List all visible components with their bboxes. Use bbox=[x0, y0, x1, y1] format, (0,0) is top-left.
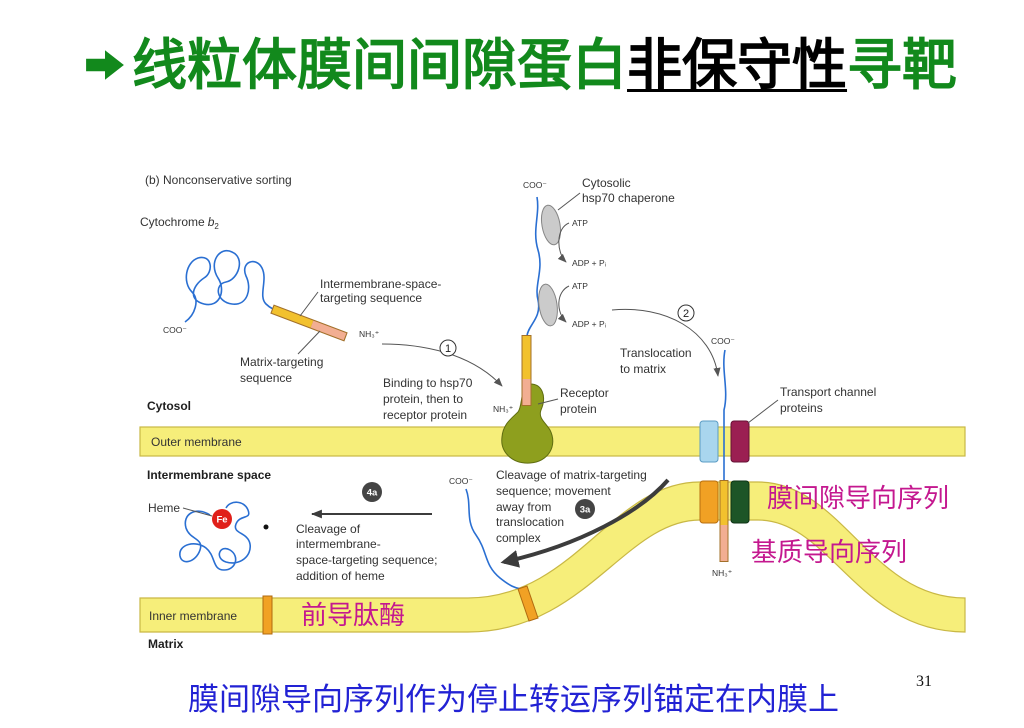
ims-targeting-leader bbox=[299, 291, 319, 317]
cytochrome-n-terminus: NH₃⁺ bbox=[359, 329, 379, 339]
step-3a-text-line2: sequence; movement bbox=[496, 484, 611, 498]
step-1-text-line1: Binding to hsp70 bbox=[383, 376, 473, 390]
fe-label: Fe bbox=[216, 515, 227, 526]
atp-label-1: ATP bbox=[572, 218, 588, 228]
receptor-label-line1: Receptor bbox=[560, 386, 609, 400]
page-number: 31 bbox=[916, 673, 932, 690]
slide-caption: 膜间隙导向序列作为停止转运序列锚定在内膜上 bbox=[188, 682, 839, 718]
chain-anchored-inner-membrane bbox=[465, 488, 522, 590]
panel-label: (b) Nonconservative sorting bbox=[145, 173, 292, 187]
cytochrome-b2-chain bbox=[184, 249, 274, 323]
outer-channel-blue bbox=[699, 420, 719, 463]
atp-label-2: ATP bbox=[572, 281, 588, 291]
outer-channel-maroon bbox=[730, 420, 750, 463]
step-2-badge bbox=[677, 304, 695, 322]
step-3a-text-line1: Cleavage of matrix-targeting bbox=[496, 468, 647, 482]
step-3a-text-line5: complex bbox=[496, 531, 541, 545]
title-emphasis: 非保守性 bbox=[627, 33, 848, 97]
channel-leader bbox=[747, 399, 779, 424]
atp-hydrolysis-arrow-2 bbox=[557, 285, 570, 323]
outer-membrane-label: Outer membrane bbox=[151, 435, 242, 449]
channel-label-line1: Transport channel bbox=[780, 385, 876, 399]
matrix-targeting-label-line2: sequence bbox=[240, 371, 292, 385]
inner-membrane bbox=[139, 481, 966, 633]
inner-channel-orange bbox=[699, 480, 719, 524]
cytochrome-c-terminus: COO⁻ bbox=[163, 325, 187, 335]
matrix-targeting-segment bbox=[310, 320, 347, 341]
cytochrome-signal-sequence bbox=[270, 304, 348, 342]
heme-iron bbox=[212, 509, 232, 529]
cytochrome-subscript: 2 bbox=[214, 222, 219, 231]
inner-membrane-label: Inner membrane bbox=[149, 609, 237, 623]
step-1-number: 1 bbox=[445, 343, 451, 355]
step-2-text-line1: Translocation bbox=[620, 346, 692, 360]
step-2-text-line2: to matrix bbox=[620, 362, 666, 376]
channel-chain-n-terminus: NH₃⁺ bbox=[712, 568, 732, 578]
ims-targeting-label-line2: targeting sequence bbox=[320, 291, 422, 305]
matrix-targeting-leader bbox=[297, 330, 321, 355]
receptor-label-line2: protein bbox=[560, 402, 597, 416]
step-2-arrow bbox=[611, 308, 721, 377]
intermembrane-space-label: Intermembrane space bbox=[147, 468, 271, 482]
mature-cytochrome-chain bbox=[179, 501, 251, 571]
chain-on-chaperone bbox=[526, 196, 541, 337]
cleaved-fragment-dot bbox=[263, 524, 269, 530]
matrix-targeting-label-line1: Matrix-targeting bbox=[240, 355, 323, 369]
channel-chain-c-terminus: COO⁻ bbox=[711, 336, 735, 346]
step-4a-text-line1: Cleavage of bbox=[296, 522, 361, 536]
step-2-number: 2 bbox=[683, 308, 689, 320]
adp-label-1: ADP + Pᵢ bbox=[572, 258, 606, 268]
cytochrome-prefix: Cytochrome bbox=[140, 215, 205, 229]
step-1-badge bbox=[439, 339, 457, 357]
chaperone-chain-c-terminus: COO⁻ bbox=[523, 180, 547, 190]
channel-label-line2: proteins bbox=[780, 401, 823, 415]
step-4a-badge bbox=[362, 482, 382, 502]
annotation-matrix-sequence: 基质导向序列 bbox=[751, 538, 907, 568]
cytosol-label: Cytosol bbox=[147, 399, 191, 413]
chaperone-label-line2: hsp70 chaperone bbox=[582, 191, 675, 205]
step-4a-text-line3: space-targeting sequence; bbox=[296, 553, 437, 567]
annotation-ims-sequence: 膜间隙导向序列 bbox=[767, 484, 949, 514]
hsp70-chaperone-2 bbox=[538, 283, 558, 327]
hsp70-chaperone-1 bbox=[540, 204, 562, 246]
cytochrome-italic-b: b bbox=[208, 215, 215, 229]
heme-leader bbox=[182, 507, 213, 517]
step-4a-number: 4a bbox=[367, 488, 378, 499]
chain-in-channel bbox=[723, 349, 727, 481]
step-1-text-line2: protein, then to bbox=[383, 392, 463, 406]
adp-label-2: ADP + Pᵢ bbox=[572, 319, 606, 329]
step-3a-text-line3: away from bbox=[496, 500, 551, 514]
ims-targeting-segment bbox=[271, 305, 314, 328]
step-3a-number: 3a bbox=[580, 505, 591, 516]
anchored-ims-targeting-sequence bbox=[517, 585, 539, 622]
receptor-bound-signal-sequence bbox=[521, 335, 532, 406]
heme-label: Heme bbox=[148, 501, 180, 515]
title-lead: 线粒体膜间间隙蛋白 bbox=[132, 33, 628, 97]
receptor-leader bbox=[537, 398, 559, 405]
step-1-text-line3: receptor protein bbox=[383, 408, 467, 422]
inner-channel-green bbox=[730, 480, 750, 524]
annotation-peptidase: 前导肽酶 bbox=[301, 601, 405, 631]
receptor-chain-n-terminus: NH₃⁺ bbox=[493, 404, 513, 414]
slide-title: 线粒体膜间间隙蛋白 非保守性 寻靶 bbox=[84, 34, 957, 96]
step-3a-text-line4: translocation bbox=[496, 515, 564, 529]
arrow-right-icon bbox=[86, 50, 124, 80]
step-4a-text-line4: addition of heme bbox=[296, 569, 385, 583]
title-tail: 寻靶 bbox=[847, 33, 958, 97]
atp-hydrolysis-arrow-1 bbox=[557, 222, 570, 263]
step-3a-badge bbox=[575, 499, 595, 519]
ims-targeting-label-line1: Intermembrane-space- bbox=[320, 277, 441, 291]
step-4a-text-line2: intermembrane- bbox=[296, 537, 381, 551]
chaperone-label-line1: Cytosolic bbox=[582, 176, 631, 190]
chaperone-leader bbox=[557, 192, 581, 211]
matrix-label: Matrix bbox=[148, 637, 184, 651]
channel-signal-sequence bbox=[719, 480, 729, 562]
step-3a-arrow bbox=[500, 478, 670, 568]
anchored-chain-c-terminus: COO⁻ bbox=[449, 476, 473, 486]
inner-membrane-anchor-left bbox=[262, 595, 273, 635]
